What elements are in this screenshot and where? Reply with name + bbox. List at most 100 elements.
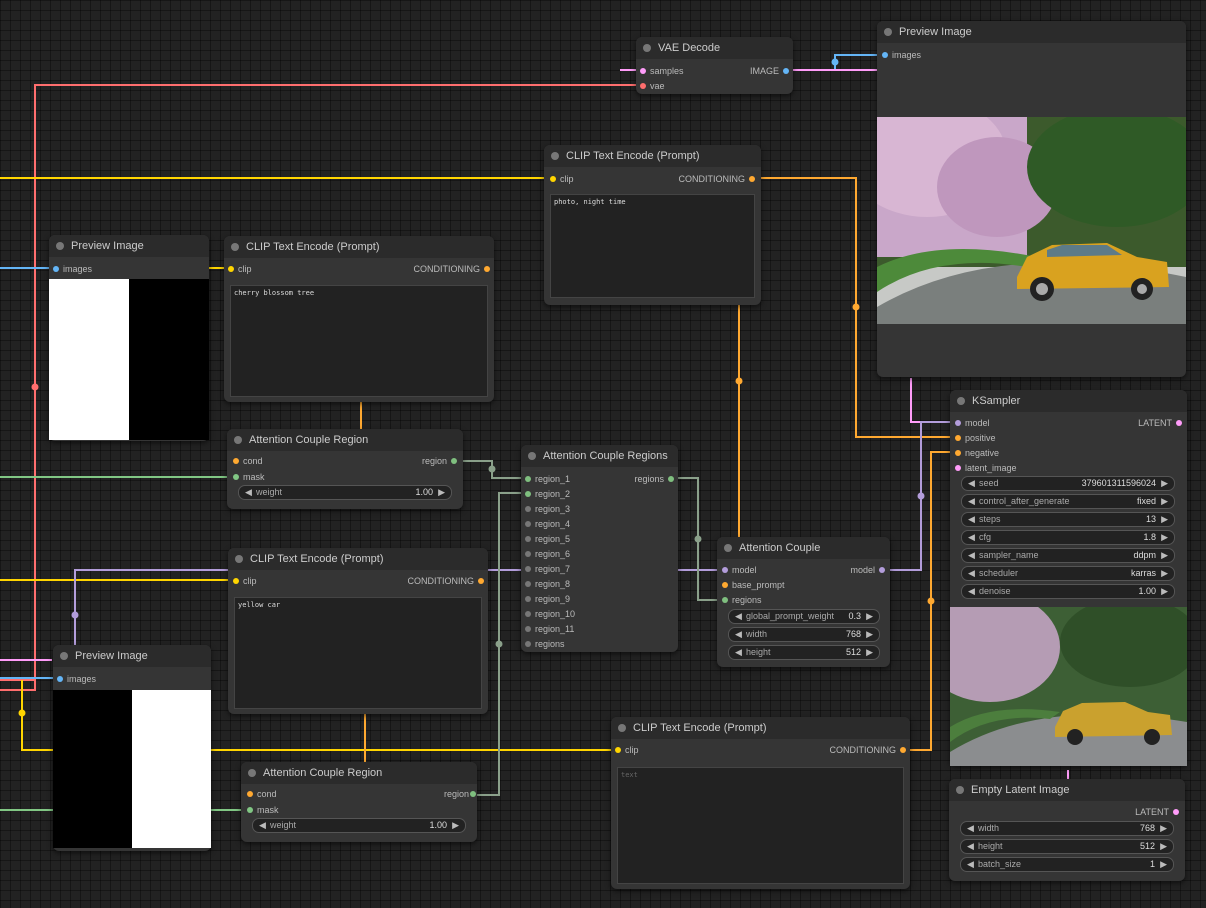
increment-arrow-icon[interactable]: ▶	[1160, 823, 1167, 833]
increment-arrow-icon[interactable]: ▶	[1161, 514, 1168, 524]
latent-pin-icon[interactable]	[1173, 809, 1179, 815]
output-conditioning[interactable]: CONDITIONING	[414, 262, 490, 276]
widget-value[interactable]: ddpm	[1133, 550, 1156, 560]
input-images[interactable]: images	[57, 672, 96, 686]
preview-image-node-mask1[interactable]: Preview Image images	[49, 235, 209, 441]
input-region-slot[interactable]: region_6	[525, 547, 570, 561]
region-pin-icon[interactable]	[525, 551, 531, 557]
input-region-slot[interactable]: region_4	[525, 517, 570, 531]
widget-value[interactable]: 1.00	[429, 820, 447, 830]
node-header[interactable]: Empty Latent Image	[949, 779, 1185, 801]
input-region-slot[interactable]: region_7	[525, 562, 570, 576]
attention-couple-region-node-2[interactable]: Attention Couple Region cond mask region…	[241, 762, 477, 842]
decrement-arrow-icon[interactable]: ◀	[968, 478, 975, 488]
prompt-textarea[interactable]: text	[617, 767, 904, 884]
collapse-dot-icon[interactable]	[56, 242, 64, 250]
decrement-arrow-icon[interactable]: ◀	[735, 647, 742, 657]
decrement-arrow-icon[interactable]: ◀	[968, 550, 975, 560]
input-clip[interactable]: clip	[228, 262, 252, 276]
output-image[interactable]: IMAGE	[750, 64, 789, 78]
ksampler-node[interactable]: KSampler model positive negative latent_…	[950, 390, 1187, 766]
output-conditioning[interactable]: CONDITIONING	[679, 172, 755, 186]
clip-pin-icon[interactable]	[550, 176, 556, 182]
input-model[interactable]: model	[955, 416, 990, 430]
decrement-arrow-icon[interactable]: ◀	[968, 514, 975, 524]
input-model[interactable]: model	[722, 563, 757, 577]
collapse-dot-icon[interactable]	[643, 44, 651, 52]
input-images[interactable]: images	[53, 262, 92, 276]
widget-value[interactable]: 1	[1149, 859, 1155, 869]
region-pin-icon[interactable]	[525, 491, 531, 497]
widget-value[interactable]: 379601311596024	[1081, 478, 1156, 488]
increment-arrow-icon[interactable]: ▶	[1161, 496, 1168, 506]
conditioning-pin-icon[interactable]	[484, 266, 490, 272]
collapse-dot-icon[interactable]	[884, 28, 892, 36]
collapse-dot-icon[interactable]	[231, 243, 239, 251]
node-header[interactable]: Preview Image	[53, 645, 211, 667]
preview-image-node-mask2[interactable]: Preview Image images	[53, 645, 211, 851]
collapse-dot-icon[interactable]	[60, 652, 68, 660]
decrement-arrow-icon[interactable]: ◀	[968, 496, 975, 506]
node-header[interactable]: KSampler	[950, 390, 1187, 412]
preview-image-node-main[interactable]: Preview Image images	[877, 21, 1186, 377]
vae-decode-node[interactable]: VAE Decode samples vae IMAGE	[636, 37, 793, 94]
image-pin-icon[interactable]	[882, 52, 888, 58]
decrement-arrow-icon[interactable]: ◀	[968, 568, 975, 578]
node-header[interactable]: CLIP Text Encode (Prompt)	[544, 145, 761, 167]
model-pin-icon[interactable]	[722, 567, 728, 573]
output-conditioning[interactable]: CONDITIONING	[408, 574, 484, 588]
input-region-slot[interactable]: region_9	[525, 592, 570, 606]
node-header[interactable]: Attention Couple	[717, 537, 890, 559]
decrement-arrow-icon[interactable]: ◀	[259, 820, 266, 830]
input-cond[interactable]: cond	[233, 454, 263, 468]
input-region-slot[interactable]: region_11	[525, 622, 574, 636]
decrement-arrow-icon[interactable]: ◀	[967, 859, 974, 869]
decrement-arrow-icon[interactable]: ◀	[735, 611, 742, 621]
node-header[interactable]: CLIP Text Encode (Prompt)	[611, 717, 910, 739]
widget-value[interactable]: karras	[1130, 568, 1156, 578]
decrement-arrow-icon[interactable]: ◀	[968, 586, 975, 596]
conditioning-pin-icon[interactable]	[722, 582, 728, 588]
clip-pin-icon[interactable]	[233, 578, 239, 584]
attention-couple-node[interactable]: Attention Couple model base_prompt regio…	[717, 537, 890, 667]
region-pin-icon[interactable]	[668, 476, 674, 482]
widget-value[interactable]: 768	[845, 629, 861, 639]
collapse-dot-icon[interactable]	[248, 769, 256, 777]
input-region-slot[interactable]: region_8	[525, 577, 570, 591]
increment-arrow-icon[interactable]: ▶	[866, 629, 873, 639]
input-mask[interactable]: mask	[233, 470, 265, 484]
node-header[interactable]: VAE Decode	[636, 37, 793, 59]
increment-arrow-icon[interactable]: ▶	[866, 647, 873, 657]
latent-pin-icon[interactable]	[955, 465, 961, 471]
output-region[interactable]: region	[444, 787, 476, 801]
node-header[interactable]: Preview Image	[877, 21, 1186, 43]
conditioning-pin-icon[interactable]	[233, 458, 239, 464]
input-latent-image[interactable]: latent_image	[955, 461, 1017, 475]
conditioning-pin-icon[interactable]	[955, 450, 961, 456]
model-pin-icon[interactable]	[955, 420, 961, 426]
region-pin-icon[interactable]	[525, 626, 531, 632]
latent-pin-icon[interactable]	[640, 68, 646, 74]
attention-couple-regions-node[interactable]: Attention Couple Regions regions region_…	[521, 445, 678, 652]
increment-arrow-icon[interactable]: ▶	[1161, 532, 1168, 542]
input-regions[interactable]: regions	[722, 593, 762, 607]
output-regions[interactable]: regions	[634, 472, 674, 486]
input-region-slot[interactable]: regions	[525, 637, 565, 651]
collapse-dot-icon[interactable]	[956, 786, 964, 794]
prompt-textarea[interactable]: cherry blossom tree	[230, 285, 488, 397]
output-model[interactable]: model	[850, 563, 885, 577]
conditioning-pin-icon[interactable]	[900, 747, 906, 753]
collapse-dot-icon[interactable]	[551, 152, 559, 160]
